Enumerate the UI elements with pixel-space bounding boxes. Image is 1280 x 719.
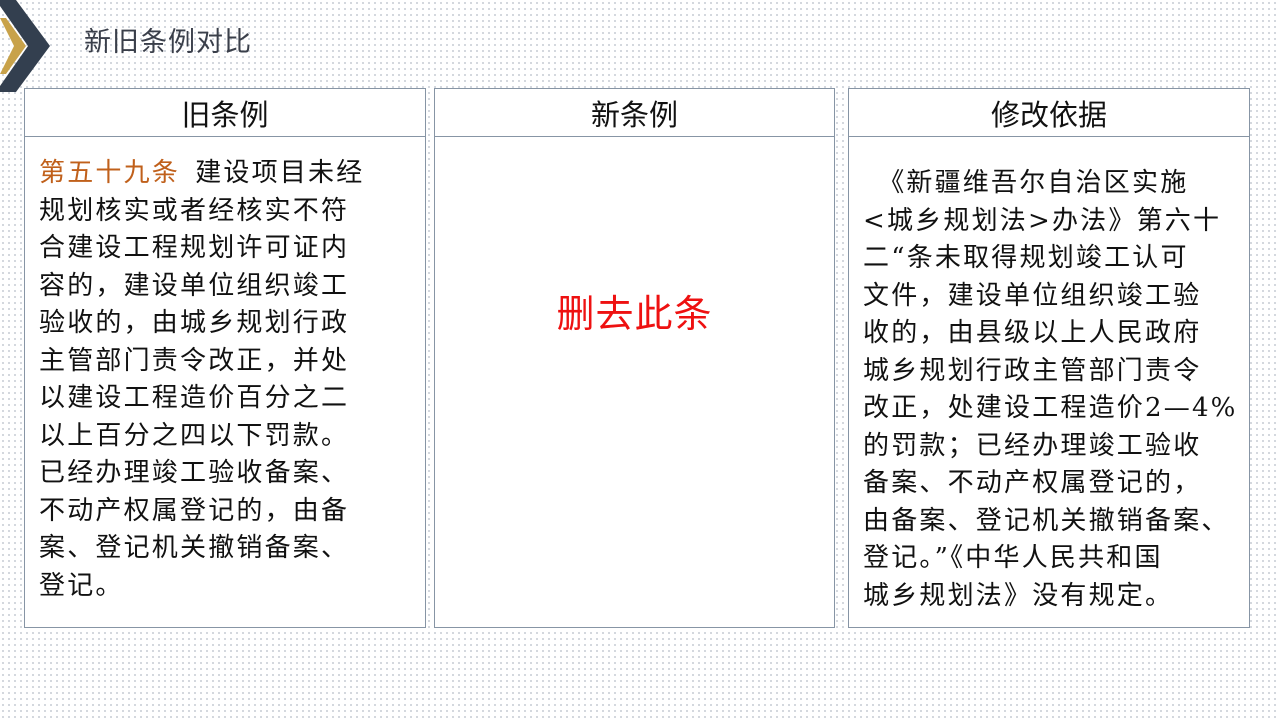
text-line: 登记。 [39, 570, 124, 601]
text-line: 《新疆维吾尔自治区实施 [863, 168, 1189, 198]
text-line: 的罚款；已经办理竣工验收 [863, 430, 1202, 461]
text-line: 验收的，由城乡规划行政 [39, 308, 350, 338]
text-line: 容的，建设单位组织竣工 [39, 270, 350, 301]
text-line: 二“条未取得规划竣工认可 [863, 243, 1189, 273]
text-line: 第五十九条 建设项目未经 [39, 158, 365, 188]
article-number: 第五十九条 [39, 158, 181, 188]
double-chevron-right-icon [0, 0, 50, 92]
deleted-note: 删去此条 [556, 292, 713, 336]
text-line: 备案、不动产权属登记的， [863, 468, 1202, 498]
text-line: 规划核实或者经核实不符 [39, 195, 350, 226]
old-regulation-panel: 旧条例 第五十九条 建设项目未经 规划核实或者经核实不符 合建设工程规划许可证内… [24, 88, 426, 628]
revision-basis-panel: 修改依据 《新疆维吾尔自治区实施 <城乡规划法>办法》第六十 二“条未取得规划竣… [848, 88, 1250, 628]
old-regulation-header: 旧条例 [25, 89, 425, 137]
text-line: 改正，处建设工程造价2—4% [863, 393, 1238, 423]
new-regulation-panel: 新条例 删去此条 [434, 88, 835, 628]
revision-basis-text: 《新疆维吾尔自治区实施 <城乡规划法>办法》第六十 二“条未取得规划竣工认可 文… [849, 137, 1249, 615]
text-line: 收的，由县级以上人民政府 [863, 318, 1202, 348]
text-line: 由备案、登记机关撤销备案、 [863, 505, 1230, 536]
text-line: 合建设工程规划许可证内 [39, 233, 350, 263]
new-regulation-header: 新条例 [435, 89, 834, 137]
text-line: 城乡规划行政主管部门责令 [863, 355, 1202, 386]
text-line: 主管部门责令改正，并处 [39, 345, 350, 376]
text-line: <城乡规划法>办法》第六十 [863, 205, 1222, 236]
text-line: 案、登记机关撤销备案、 [39, 533, 350, 563]
text-line: 以上百分之四以下罚款。 [39, 420, 350, 451]
text-line: 登记。”《中华人民共和国 [863, 543, 1163, 573]
text-line: 以建设工程造价百分之二 [39, 383, 350, 413]
text-line: 城乡规划法》没有规定。 [863, 580, 1174, 611]
old-regulation-text: 第五十九条 建设项目未经 规划核实或者经核实不符 合建设工程规划许可证内 容的，… [25, 137, 425, 605]
revision-basis-header: 修改依据 [849, 89, 1249, 137]
text-line: 已经办理竣工验收备案、 [39, 458, 350, 488]
text-line: 不动产权属登记的，由备 [39, 495, 350, 526]
page-title: 新旧条例对比 [84, 27, 252, 58]
text-line: 文件，建设单位组织竣工验 [863, 280, 1202, 311]
